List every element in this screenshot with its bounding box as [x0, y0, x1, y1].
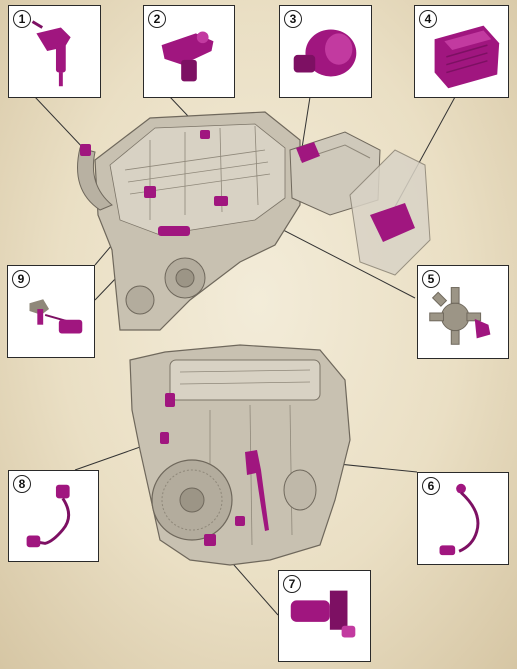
- callout-1: 1: [8, 5, 101, 98]
- callout-number-9: 9: [12, 270, 30, 288]
- fuel-temperature-sensor-icon: [29, 299, 83, 334]
- camshaft-position-sensor-icon: [161, 31, 214, 82]
- callout-3: 3: [279, 5, 372, 98]
- callout-number-2: 2: [148, 10, 166, 28]
- leader-line-1: [34, 96, 86, 151]
- callout-number-7: 7: [283, 575, 301, 593]
- callout-2: 2: [143, 5, 235, 98]
- callout-4: 4: [414, 5, 509, 98]
- sensor-highlight-3: [296, 142, 320, 163]
- sensor-highlight-1: [80, 144, 91, 156]
- callout-7: 7: [278, 570, 371, 662]
- sensor-highlight-8a: [165, 393, 175, 407]
- engine-control-module-icon: [434, 25, 500, 89]
- sensor-highlight-4: [370, 203, 415, 242]
- mass-air-flow-sensor-icon: [293, 29, 357, 77]
- callout-8: 8: [8, 470, 99, 562]
- sensor-highlight-extra: [235, 516, 245, 526]
- callout-5: 5: [417, 265, 509, 359]
- sensor-highlight-2: [200, 130, 210, 139]
- sensor-highlight-9a: [144, 186, 156, 198]
- callout-9: 9: [7, 265, 95, 358]
- callout-number-1: 1: [13, 10, 31, 28]
- callout-number-5: 5: [422, 270, 440, 288]
- callout-6: 6: [417, 472, 509, 565]
- callout-number-4: 4: [419, 10, 437, 28]
- lower-engine-illustration: [129, 344, 351, 566]
- coolant-temperature-sensor-icon: [429, 287, 491, 345]
- knock-sensor-icon: [26, 484, 71, 548]
- callout-number-3: 3: [284, 10, 302, 28]
- sensor-highlight-7: [204, 534, 216, 546]
- sensor-highlight-6: [245, 450, 269, 531]
- crankshaft-position-sensor-icon: [290, 590, 356, 638]
- callout-number-8: 8: [13, 475, 31, 493]
- leader-line-3: [301, 96, 311, 149]
- sensor-highlight-9b: [158, 226, 190, 236]
- wired-probe-sensor-icon: [439, 483, 480, 556]
- temperature-pressure-sensor-icon: [31, 20, 71, 87]
- callout-number-6: 6: [422, 477, 440, 495]
- upper-engine-illustration: [77, 111, 431, 331]
- sensor-highlight-5: [214, 196, 228, 206]
- sensor-highlight-8b: [160, 432, 169, 444]
